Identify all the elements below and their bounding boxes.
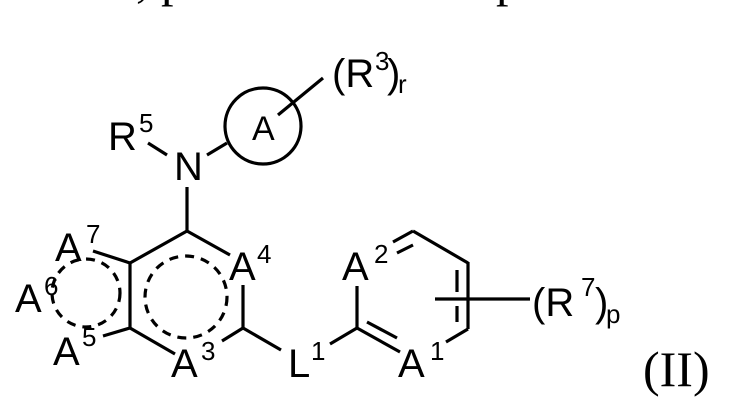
label-r3-subscript: r: [398, 69, 407, 99]
bond-c4-a7: [93, 251, 130, 263]
bond-l1-c6: [330, 328, 357, 344]
label-r5-index: 5: [139, 108, 153, 138]
label-a6: A: [15, 277, 42, 321]
bond-c4-c1: [130, 231, 187, 263]
bond-n-ring-a: [207, 143, 227, 155]
label-r3-open: (R: [332, 52, 374, 96]
label-a5: A: [53, 330, 80, 374]
bond-c9-a2-inner: [397, 245, 413, 253]
label-a2: A: [342, 245, 369, 289]
formula-number-label: (II): [643, 341, 710, 397]
label-a4: A: [229, 245, 256, 289]
label-a7: A: [55, 226, 82, 270]
aromatic-dashed-circle-six: [145, 256, 227, 338]
top-cutoff-text-left: , p: [136, 0, 186, 7]
bond-c5-a3: [222, 328, 243, 341]
label-l1: L: [288, 342, 310, 386]
label-a3: A: [171, 342, 198, 386]
label-r7-index: 7: [581, 272, 595, 302]
label-a1-index: 1: [430, 336, 444, 366]
top-cutoff-text-right: p: [496, 0, 521, 7]
label-n: N: [174, 145, 203, 189]
bond-a3-c3: [130, 328, 175, 354]
label-a1: A: [398, 342, 425, 386]
bond-c1-a4: [187, 231, 230, 255]
label-r7-subscript: p: [606, 299, 620, 329]
label-a4-index: 4: [257, 239, 271, 269]
label-a6-index: 6: [44, 271, 58, 301]
bond-c9-a2: [393, 231, 413, 242]
bond-c5-l1: [243, 328, 281, 350]
bond-c8-c9: [413, 231, 468, 263]
bond-c6-a1: [357, 328, 400, 352]
label-r7-open: (R: [532, 281, 574, 325]
label-a2-index: 2: [374, 239, 388, 269]
bond-r5-n: [148, 143, 167, 155]
label-l1-index: 1: [311, 336, 325, 366]
label-a3-index: 3: [201, 336, 215, 366]
bond-a1-c7: [446, 329, 468, 342]
label-a5-index: 5: [82, 322, 96, 352]
label-a7-index: 7: [86, 219, 100, 249]
label-r5: R: [108, 115, 137, 159]
label-ring-a: A: [252, 110, 275, 148]
bond-c3-a5: [103, 328, 130, 336]
